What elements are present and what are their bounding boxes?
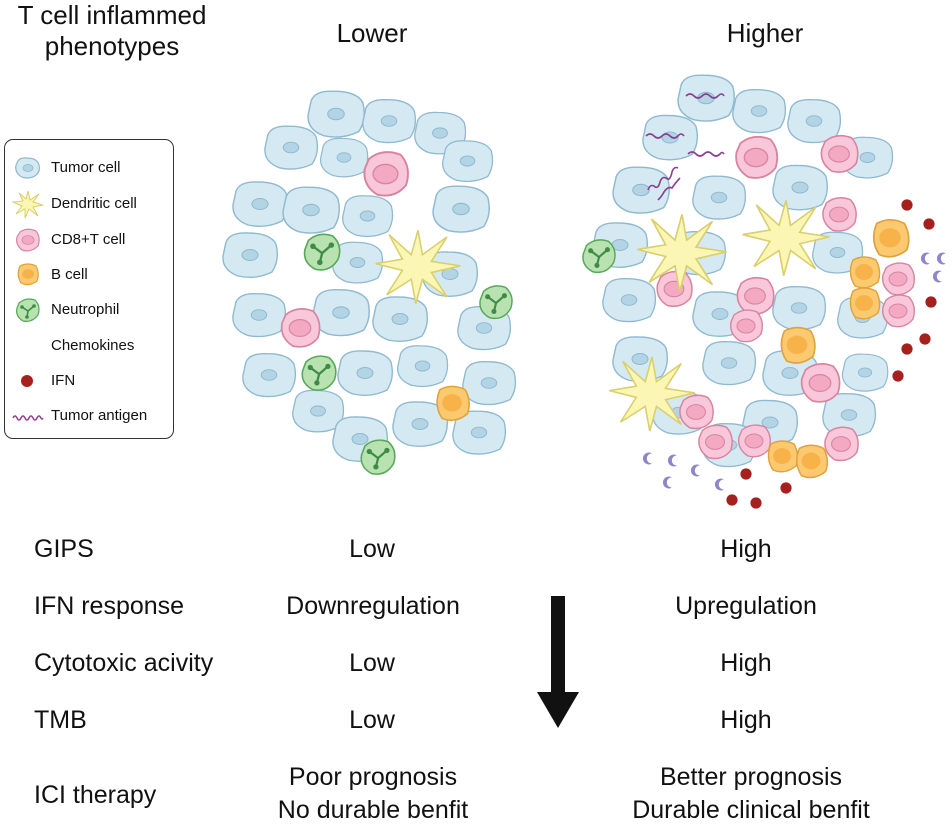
legend-item-ifn: IFN <box>5 366 175 396</box>
higher-value-cytotoxic-activity: High <box>720 649 772 677</box>
down-arrow-icon <box>537 596 579 728</box>
lower-value-tmb: Low <box>349 706 395 734</box>
legend-label: Tumor antigen <box>51 407 148 424</box>
legend-label: Neutrophil <box>51 301 120 318</box>
lower-tumor-cluster <box>222 90 517 476</box>
legend-item-cd8-t-cell: CD8+T cell <box>5 225 175 255</box>
diagram-title: T cell inflammed phenotypes <box>2 0 222 62</box>
legend-label: CD8+T cell <box>51 231 126 248</box>
lower-value-gips: Low <box>349 535 395 563</box>
higher-value-ifn-response: Upregulation <box>675 592 817 620</box>
legend: Tumor cell Dendritic cell CD8+T cell B c… <box>4 139 174 439</box>
cd8-t-cell-icon <box>15 228 40 252</box>
dendritic-cell-icon <box>11 190 44 219</box>
lower-value-cytotoxic-activity: Low <box>349 649 395 677</box>
row-label-ici-therapy: ICI therapy <box>34 781 157 809</box>
title-line-2: phenotypes <box>44 31 180 61</box>
legend-label: IFN <box>51 372 76 389</box>
higher-value-ici-therapy-line-1: Better prognosis <box>659 763 843 791</box>
legend-item-chemokines: Chemokines <box>5 331 175 361</box>
higher-tumor-cluster <box>581 74 946 509</box>
row-label-cytotoxic-activity: Cytotoxic acivity <box>34 649 214 677</box>
lower-value-ifn-response: Downregulation <box>286 592 460 620</box>
legend-item-b-cell: B cell <box>5 260 175 290</box>
neutrophil-icon <box>16 298 40 322</box>
legend-label: B cell <box>51 266 88 283</box>
legend-item-neutrophil: Neutrophil <box>5 295 175 325</box>
title-line-1: T cell inflammed <box>17 0 207 30</box>
lower-value-ici-therapy-line-2: No durable benfit <box>277 796 469 824</box>
higher-value-ici-therapy-line-2: Durable clinical benfit <box>632 796 870 824</box>
row-label-gips: GIPS <box>34 535 94 563</box>
legend-label: Dendritic cell <box>51 195 137 212</box>
lower-value-ici-therapy-line-1: Poor prognosis <box>288 763 458 791</box>
tumor-cell-icon <box>15 157 40 179</box>
column-header-higher: Higher <box>726 18 804 48</box>
legend-item-tumor-cell: Tumor cell <box>5 153 175 183</box>
legend-label: Tumor cell <box>51 159 121 176</box>
legend-label: Chemokines <box>51 337 135 354</box>
legend-item-dendritic-cell: Dendritic cell <box>5 189 175 219</box>
column-header-lower: Lower <box>336 18 408 48</box>
legend-item-tumor-antigen: Tumor antigen <box>5 401 175 431</box>
b-cell-icon <box>17 263 39 286</box>
higher-value-tmb: High <box>720 706 772 734</box>
ifn-icon <box>21 375 33 387</box>
higher-value-gips: High <box>720 535 772 563</box>
tumor-antigen-icon <box>12 415 44 421</box>
tumor-illustrations <box>222 74 946 509</box>
row-label-tmb: TMB <box>34 706 87 734</box>
row-label-ifn-response: IFN response <box>34 592 185 620</box>
